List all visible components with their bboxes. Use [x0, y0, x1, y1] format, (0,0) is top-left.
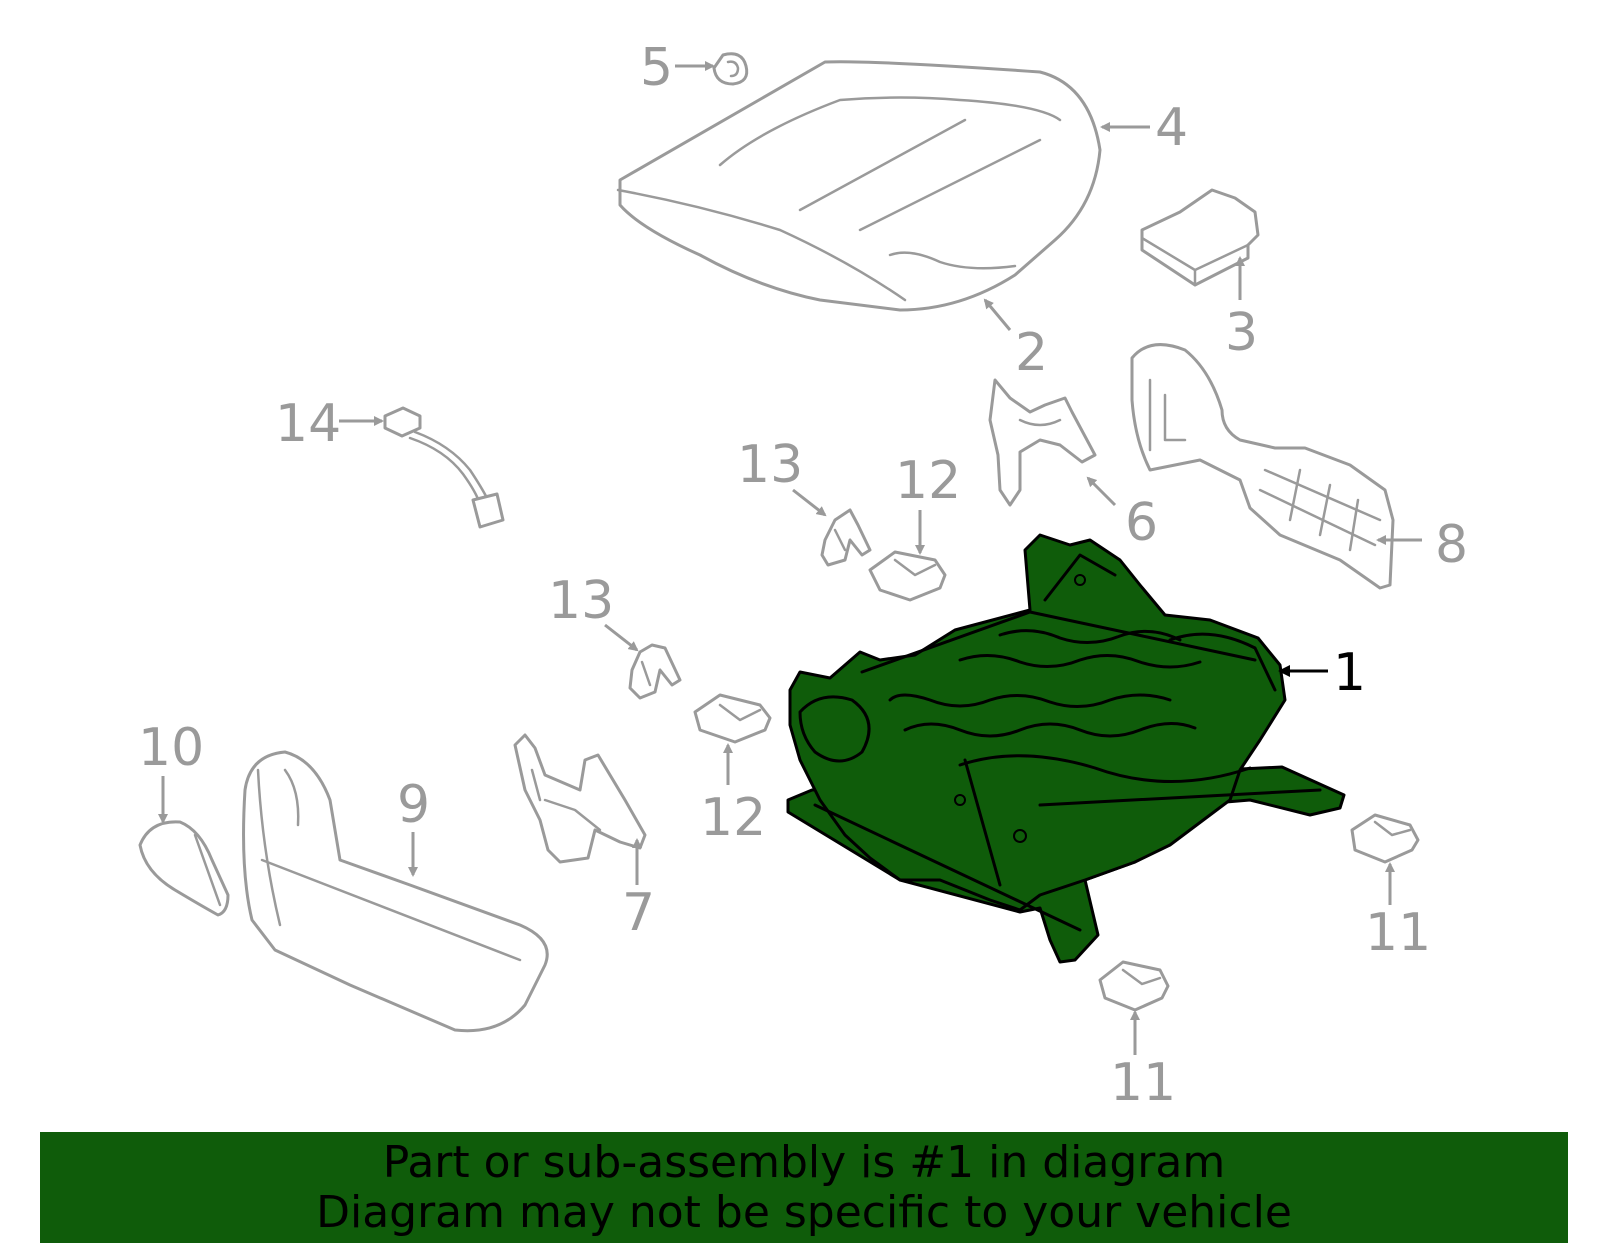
callout-2: 2 — [1015, 323, 1048, 383]
callout-13-upper: 13 — [737, 435, 803, 495]
callout-4: 4 — [1155, 98, 1188, 158]
cover-cap-part-12-lower[interactable] — [693, 693, 772, 744]
callout-12-lower: 12 — [700, 788, 766, 848]
callout-5: 5 — [640, 38, 673, 98]
wire-harness[interactable] — [383, 406, 505, 529]
callout-10: 10 — [138, 718, 204, 778]
cover-cap-part-12-upper[interactable] — [868, 550, 947, 602]
bracket-part-6[interactable] — [988, 378, 1097, 507]
banner-line-2: Diagram may not be specific to your vehi… — [316, 1186, 1292, 1238]
callout-11-right: 11 — [1365, 903, 1431, 963]
seat-frame-assembly[interactable] — [786, 533, 1346, 964]
info-banner: Part or sub-assembly is #1 in diagram Di… — [40, 1132, 1568, 1243]
callout-3: 3 — [1225, 303, 1258, 363]
leader-2 — [983, 298, 1012, 331]
knob-part-10[interactable] — [138, 820, 230, 917]
leader-6 — [1086, 476, 1117, 507]
callout-12-upper: 12 — [895, 451, 961, 511]
leader-13-upper — [792, 488, 827, 517]
clip-part-13-lower[interactable] — [628, 643, 682, 700]
callout-14: 14 — [275, 394, 341, 454]
leader-lines — [158, 61, 1422, 1055]
control-module[interactable] — [1140, 188, 1260, 287]
cap-part-11-bottom[interactable] — [1098, 960, 1170, 1012]
leader-13-lower — [604, 623, 639, 652]
callout-13-lower: 13 — [548, 571, 614, 631]
callout-9: 9 — [397, 775, 430, 835]
callout-8: 8 — [1435, 515, 1468, 575]
cap-part-11-right[interactable] — [1350, 813, 1420, 864]
callout-6: 6 — [1125, 493, 1158, 553]
bracket-part-7[interactable] — [513, 733, 647, 864]
callout-11-bottom: 11 — [1110, 1053, 1176, 1113]
clip-part-13-upper[interactable] — [820, 508, 872, 567]
clip-part-5[interactable] — [712, 52, 749, 86]
side-cover-part-9[interactable] — [242, 750, 549, 1033]
side-shield-part-8[interactable] — [1130, 343, 1395, 590]
banner-line-1: Part or sub-assembly is #1 in diagram — [382, 1136, 1226, 1188]
seat-cushion-pad[interactable] — [616, 60, 1102, 312]
callout-7: 7 — [622, 883, 655, 943]
callout-1: 1 — [1333, 643, 1366, 703]
callout-labels: 5 4 3 2 14 13 12 6 8 13 1 10 9 12 7 11 1… — [138, 38, 1468, 1113]
